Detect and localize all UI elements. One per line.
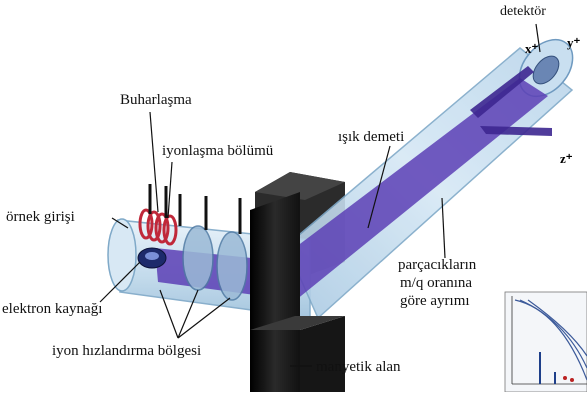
light-beam-label: ışık demeti [338, 130, 404, 145]
z-ion-label: z⁺ [560, 152, 573, 165]
evaporation-label: Buharlaşma [120, 93, 192, 108]
detector-label: detektör [500, 5, 546, 19]
acceleration-region-label: iyon hızlandırma bölgesi [52, 344, 201, 359]
magnet-front [250, 192, 300, 392]
separation-label-line1: parçacıkların [398, 258, 476, 273]
magnetic-field-label: manyetik alan [316, 360, 401, 375]
electron-source-highlight [145, 252, 159, 260]
x-ion-label: x⁺ [525, 42, 538, 55]
separation-label-line2: m/q oranına [400, 276, 472, 291]
accel-plate-2 [217, 232, 247, 300]
y-ion-label: y⁺ [567, 36, 580, 49]
separation-label-line3: göre ayrımı [400, 294, 470, 309]
mass-spectrum-inset [505, 292, 587, 392]
sample-inlet-label: örnek girişi [6, 210, 75, 225]
electron-source-label: elektron kaynağı [2, 302, 102, 317]
ionization-section-label: iyonlaşma bölümü [162, 144, 273, 159]
accel-plate-1 [183, 226, 213, 290]
